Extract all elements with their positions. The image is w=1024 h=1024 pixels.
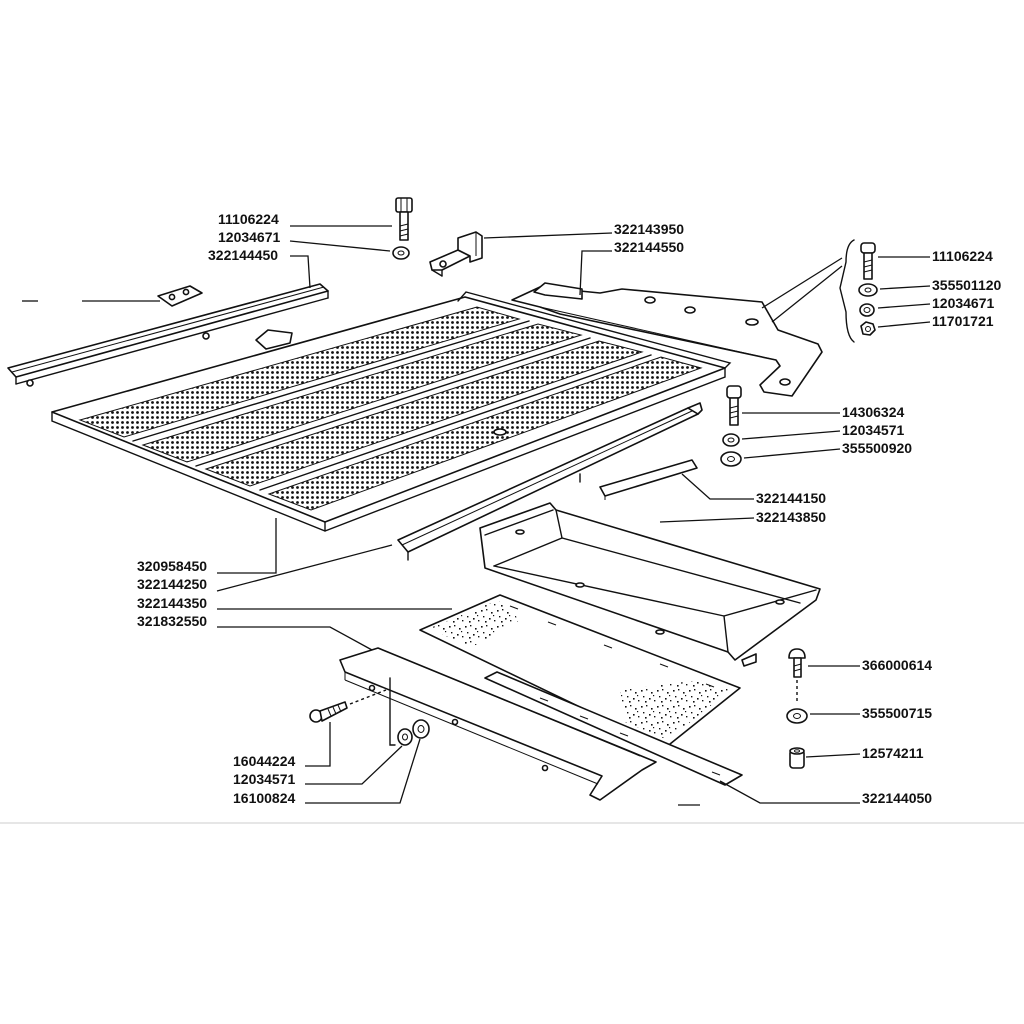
- part-number-label: 12034571: [233, 771, 296, 787]
- part-number-label: 322144050: [862, 790, 932, 806]
- hex-bolt-top: [395, 197, 413, 241]
- left-side-rail: [7, 283, 329, 387]
- rail-clip: [157, 285, 203, 307]
- part-number-label: 355500715: [862, 705, 932, 721]
- spring-washer-top: [392, 246, 410, 260]
- part-number-label: 322144350: [137, 595, 207, 611]
- part-number-label: 14306324: [842, 404, 905, 420]
- part-number-label: 16044224: [233, 753, 296, 769]
- lock-nut: [789, 747, 805, 769]
- part-number-label: 12034671: [932, 295, 995, 311]
- part-number-label: 321832550: [137, 613, 207, 629]
- spring-washer-right: [859, 303, 875, 317]
- flat-washer-bottom: [412, 719, 430, 739]
- long-angle-bar: [397, 402, 703, 561]
- part-number-label: 320958450: [137, 558, 207, 574]
- part-number-label: 16100824: [233, 790, 296, 806]
- part-number-label: 11701721: [932, 313, 994, 329]
- carriage-bolt-left: [309, 677, 396, 746]
- hex-bolt-right: [860, 242, 876, 280]
- socket-bolt: [726, 385, 742, 426]
- leader-lines: [22, 225, 931, 806]
- part-number-label: 12034571: [842, 422, 905, 438]
- collector-tray: [479, 502, 821, 667]
- part-number-label: 11106224: [932, 248, 993, 264]
- spring-washer-mid: [722, 433, 740, 447]
- carriage-bolt-right: [788, 648, 806, 702]
- part-number-label: 11106224: [218, 211, 279, 227]
- perforated-screen-panel: [51, 291, 732, 532]
- part-number-label: 322144450: [208, 247, 278, 263]
- flat-washer-lower: [786, 708, 808, 724]
- part-number-label: 322144150: [756, 490, 826, 506]
- speckled-sheet: [419, 594, 741, 749]
- part-number-label: 355500920: [842, 440, 912, 456]
- right-side-plate: [511, 282, 823, 397]
- part-number-label: 322144250: [137, 576, 207, 592]
- short-strip: [599, 459, 698, 500]
- part-number-label: 322144550: [614, 239, 684, 255]
- part-number-label: 355501120: [932, 277, 1002, 293]
- flat-washer-right: [858, 283, 878, 297]
- spring-washer-bottom: [397, 728, 413, 746]
- hex-nut-right: [860, 321, 876, 336]
- angle-bracket: [429, 231, 483, 277]
- part-number-labels: 11106224 12034671 322144450 322143950 32…: [137, 211, 1002, 806]
- part-number-label: 12034671: [218, 229, 281, 245]
- bottom-long-strip: [484, 671, 743, 786]
- part-number-label: 322143950: [614, 221, 684, 237]
- part-number-label: 366000614: [862, 657, 932, 673]
- bottom-angle-plate: [339, 647, 657, 801]
- group-brace: [761, 239, 855, 343]
- part-number-label: 12574211: [862, 745, 924, 761]
- flat-washer-mid: [720, 451, 742, 467]
- part-number-label: 322143850: [756, 509, 826, 525]
